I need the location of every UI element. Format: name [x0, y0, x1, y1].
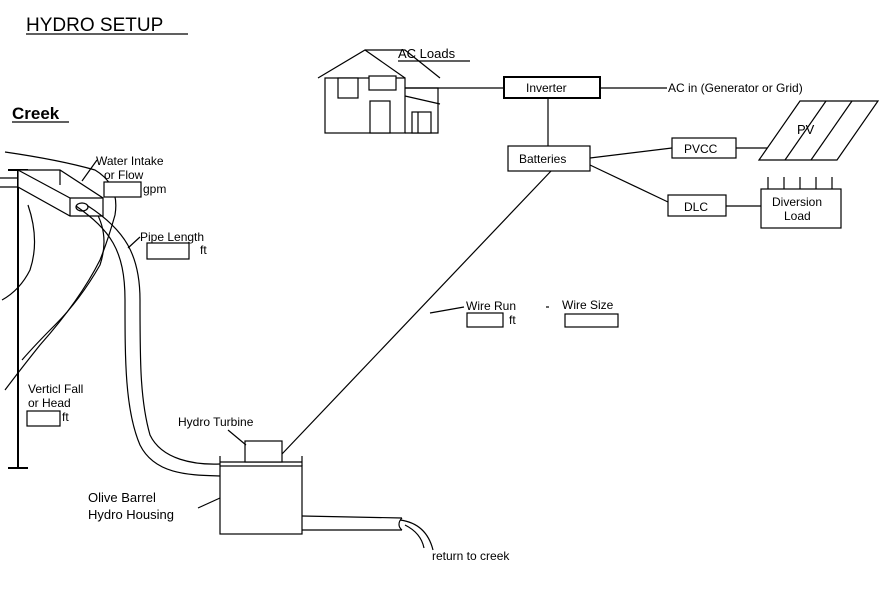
wire-run-unit: ft: [509, 313, 516, 327]
housing-label-2: Hydro Housing: [88, 507, 174, 522]
housing-leader: [197, 497, 221, 509]
creek-banks: [1, 151, 117, 391]
penstock-pipe: [75, 205, 221, 477]
dc-wire-run: [281, 169, 553, 455]
housing-label-1: Olive Barrel: [88, 490, 156, 505]
hydro-turbine: [244, 440, 283, 463]
pv-label: PV: [797, 122, 815, 137]
diversion-load-icon: [760, 177, 842, 229]
water-intake-label-1: Water Intake: [96, 154, 164, 168]
wire-run-leader: [429, 306, 465, 314]
batteries-box: [507, 145, 591, 172]
flow-gpm-input[interactable]: [103, 181, 142, 198]
pipe-length-unit: ft: [200, 243, 207, 257]
vertical-fall-pole: [0, 169, 28, 469]
tailrace-pipe: [301, 515, 434, 551]
return-label: return to creek: [432, 549, 510, 563]
batteries-label: Batteries: [519, 152, 566, 166]
wire-run-input[interactable]: [466, 312, 504, 328]
pipe-length-input[interactable]: [146, 242, 190, 260]
pv-panel-icon: [757, 100, 880, 161]
hydro-turbine-leader: [227, 429, 247, 446]
water-intake-label-2: or Flow: [104, 168, 144, 182]
pipe-length-label: Pipe Length: [140, 230, 204, 244]
house-icon: [317, 49, 441, 134]
vertical-fall-label-2: or Head: [28, 396, 71, 410]
vertical-fall-label-1: Verticl Fall: [28, 382, 83, 396]
head-unit: ft: [62, 410, 69, 424]
wire-size-label: Wire Size: [562, 298, 614, 312]
hydro-turbine-label: Hydro Turbine: [178, 415, 254, 429]
diversion-load-label-1: Diversion: [772, 195, 822, 209]
ac-in-label: AC in (Generator or Grid): [668, 81, 803, 95]
wire-size-input[interactable]: [564, 313, 619, 328]
inverter-label: Inverter: [526, 81, 567, 95]
gpm-unit: gpm: [143, 182, 166, 196]
hydro-housing: [219, 456, 303, 535]
head-input[interactable]: [26, 410, 61, 427]
pipe-length-leader: [127, 236, 141, 249]
creek-label: Creek: [12, 104, 60, 123]
batteries-to-pvcc-wire: [589, 147, 673, 159]
water-intake: [17, 169, 104, 217]
wire-run-label: Wire Run: [466, 299, 516, 313]
water-intake-leader: [81, 159, 98, 182]
batteries-to-dlc-wire: [589, 164, 669, 203]
diversion-load-label-2: Load: [784, 209, 811, 223]
dlc-label: DLC: [684, 200, 708, 214]
pvcc-label: PVCC: [684, 142, 718, 156]
diagram-title: HYDRO SETUP: [26, 15, 163, 36]
ac-loads-label: AC Loads: [398, 46, 456, 61]
